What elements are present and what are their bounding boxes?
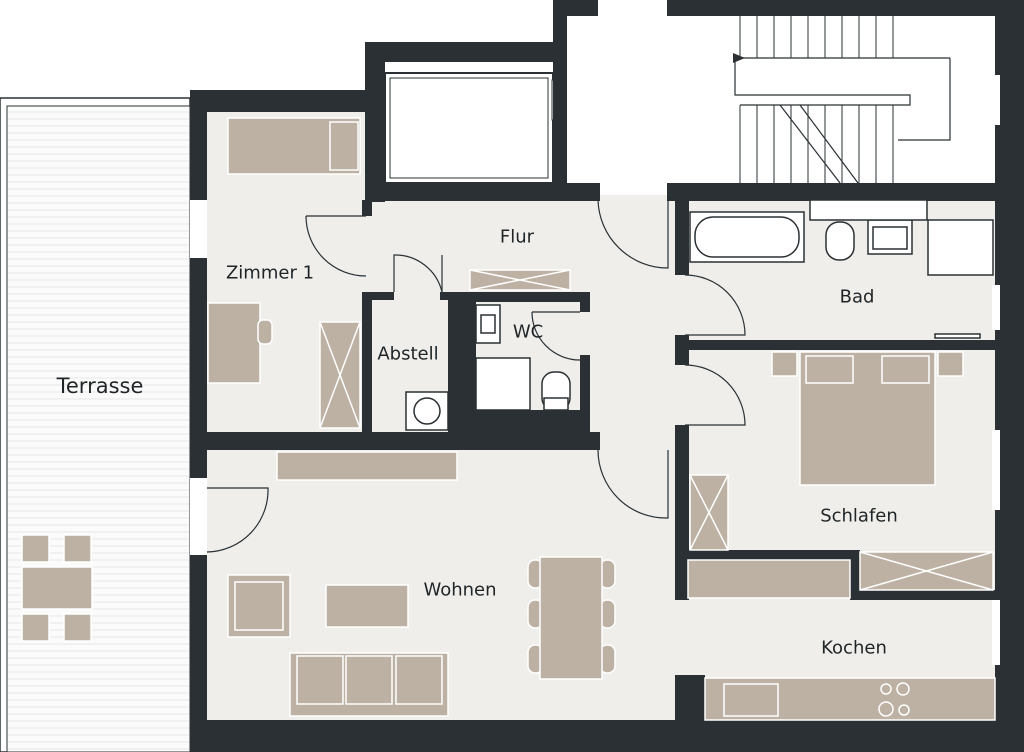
wardrobe-zimmer [319, 321, 361, 429]
desk [207, 302, 261, 384]
toilet-icon [541, 371, 571, 411]
room-label-terrasse: Terrasse [56, 374, 144, 398]
room-label-bad: Bad [839, 286, 875, 308]
room-label-abstell: Abstell [377, 343, 439, 365]
wardrobe-schlafen [859, 551, 994, 591]
washing-machine-icon [405, 391, 449, 431]
bed-schlafen [771, 351, 964, 486]
terrace-table-set [21, 534, 93, 642]
sideboard [276, 451, 458, 481]
room-label-flur: Flur [499, 226, 535, 248]
sink-icon [723, 683, 779, 717]
sink-icon [475, 304, 501, 344]
lift-shaft [384, 72, 559, 184]
sofa [289, 652, 449, 717]
kitchen-unit-top [687, 559, 851, 599]
terrace [0, 97, 191, 752]
terrace-decking [8, 111, 189, 750]
room-label-wc: WC [512, 321, 544, 343]
room-label-kochen: Kochen [821, 637, 887, 659]
furniture [21, 117, 996, 721]
coffee-table [325, 584, 409, 628]
dresser-schlafen [689, 474, 729, 551]
walls [190, 0, 1024, 752]
stove-icon [878, 682, 910, 717]
staircase [667, 0, 995, 185]
kitchen-counter [704, 677, 996, 721]
doors [206, 199, 746, 553]
sink-bad [867, 219, 913, 255]
bathtub-icon [689, 211, 805, 263]
stair-treads [739, 16, 894, 183]
room-label-zimmer: Zimmer 1 [225, 262, 315, 284]
dining-table [527, 556, 616, 680]
chair [257, 319, 273, 345]
wardrobe-flur [469, 269, 571, 291]
toilet-bad [825, 221, 855, 261]
stair-arrow-icon [733, 53, 745, 63]
room-label-schlafen: Schlafen [820, 505, 898, 527]
room-label-wohnen: Wohnen [423, 579, 497, 601]
